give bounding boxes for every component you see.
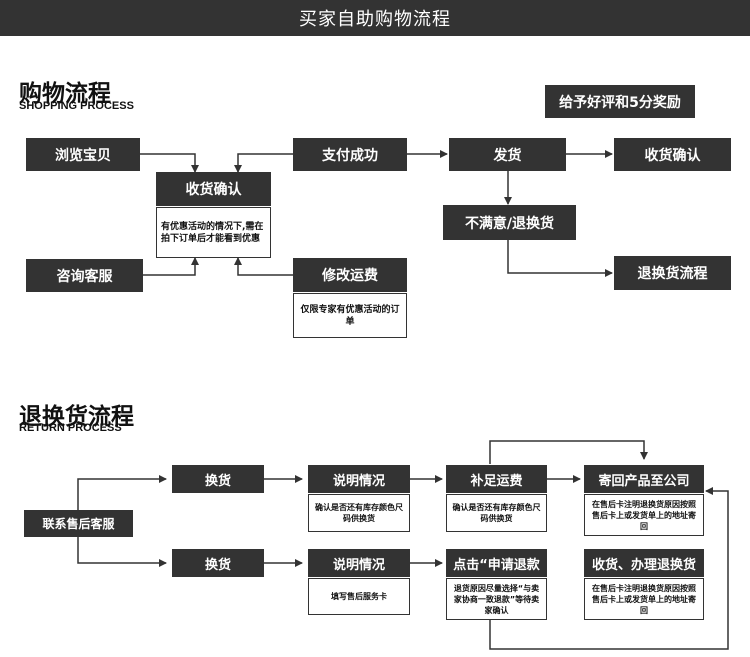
discount-note-text: 有优惠活动的情况下,需在拍下订单后才能看到优惠 xyxy=(161,221,264,244)
returns-title: 退换货流程 xyxy=(19,404,134,430)
add-shipping-note-text: 确认是否还有库存颜色尺码供换货 xyxy=(452,503,541,523)
line-pay-to-confirm xyxy=(234,153,293,173)
apply-refund-box: 点击“申请退款 xyxy=(446,549,547,577)
receive-refund-note: 在售后卡注明退换货原因按照售后卡上或发货单上的地址寄回 xyxy=(584,578,704,620)
explain-top-box: 说明情况 xyxy=(308,465,410,493)
modify-shipping-note-text: 仅限专家有优惠活动的订单 xyxy=(300,304,400,327)
line-add-loop-to-send xyxy=(489,440,648,464)
ship-box: 发货 xyxy=(449,138,566,171)
line-modify-to-confirm xyxy=(234,257,293,276)
shopping-subtitle: SHOPPING PROCESS xyxy=(19,100,134,112)
send-back-note: 在售后卡注明退换货原因按照售后卡上或发货单上的地址寄回 xyxy=(584,494,704,536)
explain-bottom-note: 填写售后服务卡 xyxy=(308,578,410,615)
reward-box: 给予好评和5分奖励 xyxy=(545,85,695,118)
header-title: 买家自助购物流程 xyxy=(299,9,451,30)
explain-top-note: 确认是否还有库存颜色尺码供换货 xyxy=(308,494,410,532)
add-shipping-note: 确认是否还有库存颜色尺码供换货 xyxy=(446,494,547,532)
explain-bottom-note-text: 填写售后服务卡 xyxy=(331,592,387,601)
line-contact-to-exchange-bottom xyxy=(77,537,167,567)
line-unsatisfied-to-return xyxy=(507,240,613,277)
discount-note: 有优惠活动的情况下,需在拍下订单后才能看到优惠 xyxy=(156,207,271,258)
send-back-note-text: 在售后卡注明退换货原因按照售后卡上或发货单上的地址寄回 xyxy=(592,499,696,531)
browse-box: 浏览宝贝 xyxy=(26,138,140,171)
receive-refund-box: 收货、办理退换货 xyxy=(584,549,704,577)
return-process-box: 退换货流程 xyxy=(614,256,731,290)
contact-service-box: 联系售后客服 xyxy=(24,510,133,537)
exchange-bottom-box: 换货 xyxy=(172,549,264,577)
shopping-title: 购物流程 xyxy=(19,81,111,107)
add-shipping-box: 补足运费 xyxy=(446,465,547,493)
line-browse-to-confirm xyxy=(140,153,199,173)
confirm-receipt-center-box: 收货确认 xyxy=(156,172,271,206)
explain-top-note-text: 确认是否还有库存颜色尺码供换货 xyxy=(315,503,403,523)
apply-refund-note-text: 退货原因尽量选择“与卖家协商一致退款”等待卖家确认 xyxy=(453,583,540,615)
pay-success-box: 支付成功 xyxy=(293,138,407,171)
line-consult-to-confirm xyxy=(143,257,199,276)
explain-bottom-box: 说明情况 xyxy=(308,549,410,577)
receive-refund-note-text: 在售后卡注明退换货原因按照售后卡上或发货单上的地址寄回 xyxy=(592,583,696,615)
returns-subtitle: RETURN PROCESS xyxy=(19,422,122,434)
exchange-top-box: 换货 xyxy=(172,465,264,493)
header-bar: 买家自助购物流程 xyxy=(0,0,750,36)
modify-shipping-box: 修改运费 xyxy=(293,258,407,292)
confirm-receipt-right-box: 收货确认 xyxy=(614,138,731,171)
unsatisfied-box: 不满意/退换货 xyxy=(443,205,576,240)
line-apply-loop-to-receive xyxy=(489,487,729,650)
consult-box: 咨询客服 xyxy=(26,259,143,292)
modify-shipping-note: 仅限专家有优惠活动的订单 xyxy=(293,293,407,338)
apply-refund-note: 退货原因尽量选择“与卖家协商一致退款”等待卖家确认 xyxy=(446,578,547,620)
send-back-box: 寄回产品至公司 xyxy=(584,465,704,493)
line-contact-to-exchange-top xyxy=(77,475,167,510)
